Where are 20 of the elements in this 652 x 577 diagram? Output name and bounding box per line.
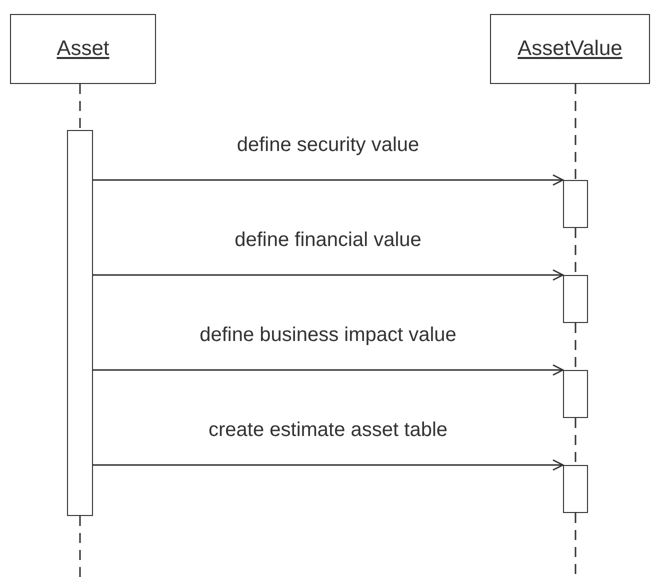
message-arrow: [93, 269, 564, 281]
activation-bar: [67, 130, 93, 516]
activation-bar: [563, 180, 588, 228]
lifeline-head-box: [490, 14, 650, 84]
lifeline: [79, 516, 81, 577]
message-arrow: [93, 364, 564, 376]
object-name: Asset: [56, 37, 110, 61]
lifeline: [574, 323, 576, 370]
object-name: AssetValue: [518, 37, 622, 61]
lifeline: [574, 513, 576, 577]
lifeline: [574, 84, 576, 180]
message-arrow: [93, 174, 564, 186]
activation-bar: [563, 275, 588, 323]
message-arrow: [93, 459, 564, 471]
lifeline-head-box: [10, 14, 156, 84]
lifeline: [574, 228, 576, 275]
lifeline: [79, 84, 81, 130]
activation-bar: [563, 465, 588, 513]
activation-bar: [563, 370, 588, 418]
lifeline: [574, 418, 576, 465]
